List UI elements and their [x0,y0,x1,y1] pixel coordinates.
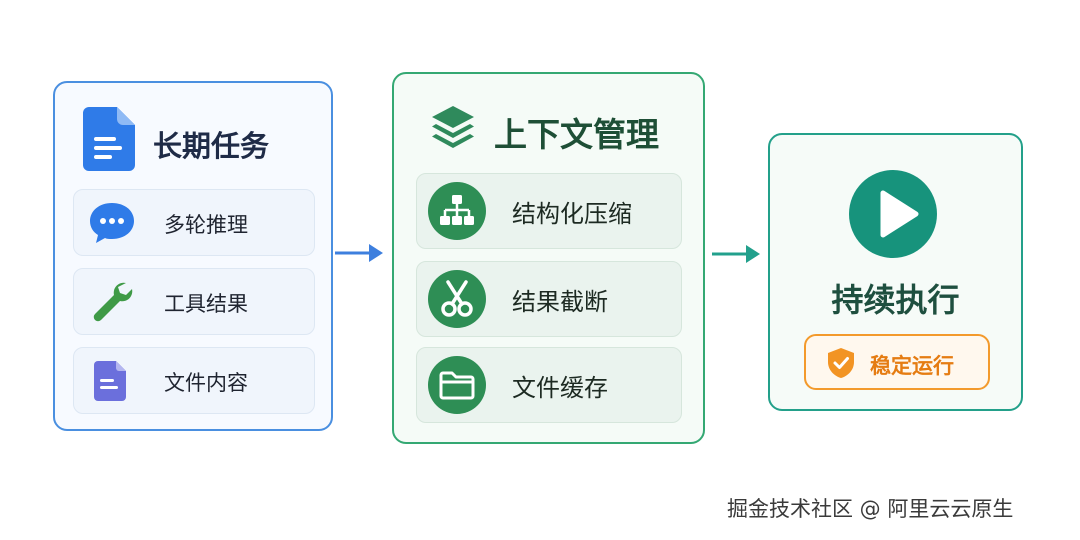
status-badge: 稳定运行 [804,334,990,390]
context-management-panel: 上下文管理 结构化压缩 结果截断 [392,72,705,444]
hierarchy-icon [428,182,486,240]
list-item-file-content: 文件内容 [73,347,315,414]
scissors-icon [428,270,486,328]
shield-check-icon [828,348,854,378]
list-item-tool-results: 工具结果 [73,268,315,335]
list-item-multi-turn-reasoning: 多轮推理 [73,189,315,256]
list-item-structured-compression: 结构化压缩 [416,173,682,249]
layers-icon [432,106,474,148]
arrow-right-icon [712,245,760,263]
arrow-right-icon [335,244,383,262]
wrench-icon [93,282,133,322]
list-item-file-cache: 文件缓存 [416,347,682,423]
list-item-result-truncation: 结果截断 [416,261,682,337]
badge-label: 稳定运行 [870,354,954,378]
item-label: 文件内容 [164,371,248,395]
folder-icon [428,356,486,414]
item-label: 工具结果 [164,292,248,316]
document-icon [83,107,135,171]
item-label: 结构化压缩 [512,200,632,228]
item-label: 多轮推理 [164,213,248,237]
context-management-title: 上下文管理 [494,115,659,154]
watermark: 掘金技术社区 @ 阿里云云原生 [727,497,1014,521]
file-icon [94,361,126,401]
long-task-title: 长期任务 [153,129,270,163]
chat-bubble-icon [90,203,134,243]
continuous-execution-title: 持续执行 [831,281,960,319]
item-label: 文件缓存 [512,374,608,402]
play-icon [849,170,937,258]
long-task-panel: 长期任务 多轮推理 工具结果 文件内容 [53,81,333,431]
continuous-execution-panel: 持续执行 稳定运行 [768,133,1023,411]
item-label: 结果截断 [512,288,608,316]
